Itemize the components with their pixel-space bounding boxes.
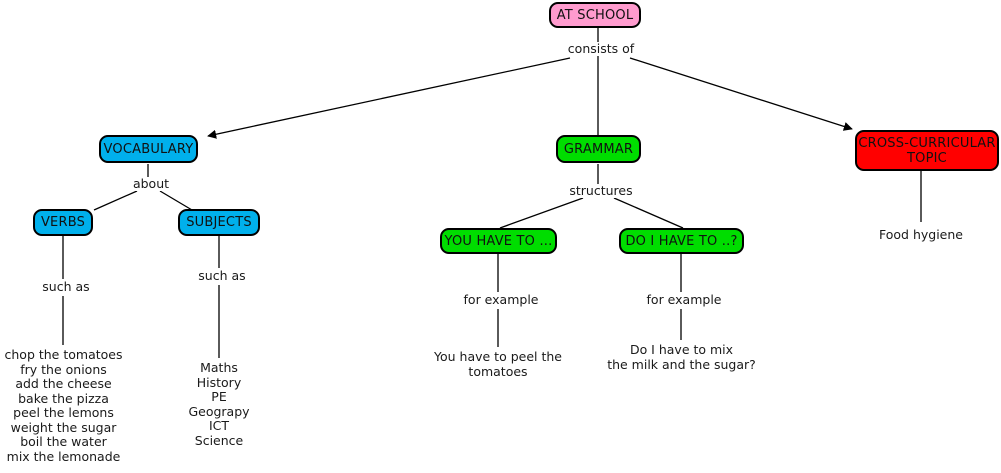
node-grammar[interactable]: GRAMMAR: [556, 135, 641, 163]
edge-about-to-subjects: [159, 190, 193, 211]
node-subjects[interactable]: SUBJECTS: [178, 209, 260, 236]
edge-structures-to-do: [613, 197, 684, 229]
node-grammar-label: GRAMMAR: [563, 141, 634, 157]
edge-structures-to-you: [499, 197, 584, 229]
node-cross-curricular-topic[interactable]: CROSS-CURRICULAR TOPIC: [855, 130, 999, 171]
node-verbs-label: VERBS: [40, 215, 86, 230]
link-label-for-example-do: for example: [635, 293, 733, 307]
edge-root-to-cross-curricular: [629, 57, 853, 131]
leaf-verbs-list: chop the tomatoes fry the onions add the…: [4, 347, 123, 464]
edge-about-to-verbs: [93, 190, 138, 211]
leaf-subjects-list: Maths History PE Geograpy ICT Science: [188, 360, 250, 448]
edge-root-to-vocabulary: [207, 57, 571, 139]
link-label-such-as-subjects: such as: [185, 269, 259, 283]
link-label-for-example-you: for example: [452, 293, 550, 307]
node-verbs[interactable]: VERBS: [33, 209, 93, 236]
node-do-i-have-to[interactable]: DO I HAVE TO ..?: [619, 228, 744, 254]
node-do-i-have-to-label: DO I HAVE TO ..?: [625, 233, 738, 249]
node-you-have-to[interactable]: YOU HAVE TO ...: [440, 228, 557, 254]
node-cross-curricular-topic-label: CROSS-CURRICULAR TOPIC: [858, 135, 996, 166]
link-label-structures: structures: [560, 184, 642, 198]
node-you-have-to-label: YOU HAVE TO ...: [444, 233, 553, 249]
node-subjects-label: SUBJECTS: [186, 215, 252, 230]
leaf-you-have-to-example: You have to peel the tomatoes: [434, 349, 562, 379]
node-at-school[interactable]: AT SCHOOL: [549, 2, 641, 28]
node-at-school-label: AT SCHOOL: [556, 7, 634, 23]
link-label-about: about: [118, 177, 184, 191]
leaf-food-hygiene: Food hygiene: [879, 227, 963, 242]
node-vocabulary[interactable]: VOCABULARY: [99, 135, 198, 163]
link-label-such-as-verbs: such as: [29, 280, 103, 294]
node-vocabulary-label: VOCABULARY: [103, 141, 194, 157]
leaf-do-i-have-to-example: Do I have to mix the milk and the sugar?: [607, 342, 756, 372]
link-label-consists-of: consists of: [560, 42, 642, 56]
